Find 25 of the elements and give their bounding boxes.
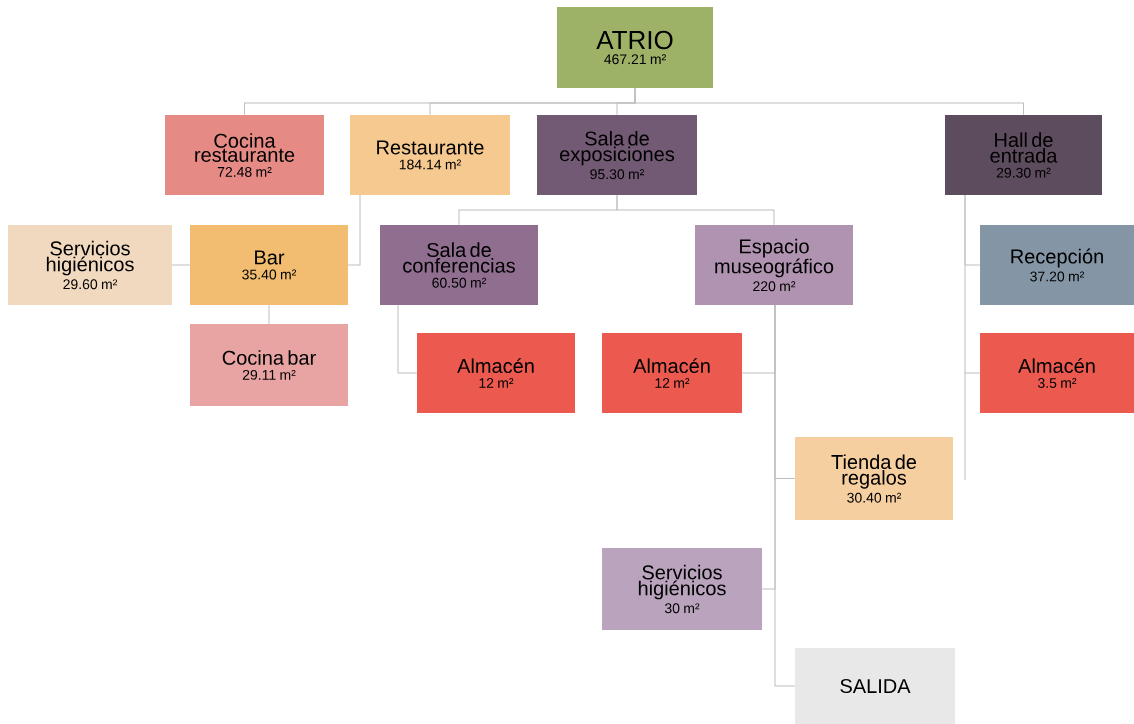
connector-line [347,194,361,266]
connector-line [774,304,796,687]
connector-line [171,264,191,266]
connector-line [268,304,270,325]
room-box: Servicios higiénicos 29.60 m² [8,225,172,305]
room-box: Cocina restaurante 72.48 m² [165,115,324,195]
room-box: Recepción 37.20 m² [980,225,1134,305]
room-box: Almacén 12 m² [417,333,575,413]
room-box: ATRIO 467.21 m² [557,7,713,88]
room-box: Bar 35.40 m² [190,225,348,305]
room-box: SALIDA [795,648,955,724]
connector-line [616,194,775,226]
connector-line [397,304,418,374]
connector-line [634,87,1024,116]
room-box: Servicios higiénicos 30 m² [602,548,762,630]
connector-line [964,194,981,374]
room-box: Restaurante 184.14 m² [350,115,510,195]
room-box: Sala de exposiciones 95.30 m² [537,115,697,195]
room-box: Tienda de regalos 30.40 m² [795,437,953,520]
room-box: Hall de entrada 29.30 m² [945,115,1102,195]
room-box: Sala de conferencias 60.50 m² [380,225,538,305]
room-box: Almacén 12 m² [602,333,742,413]
room-box: Espacio museográfico 220 m² [695,225,853,305]
room-box: Cocina bar 29.11 m² [190,324,348,406]
room-box: Almacén 3.5 m² [980,333,1134,413]
